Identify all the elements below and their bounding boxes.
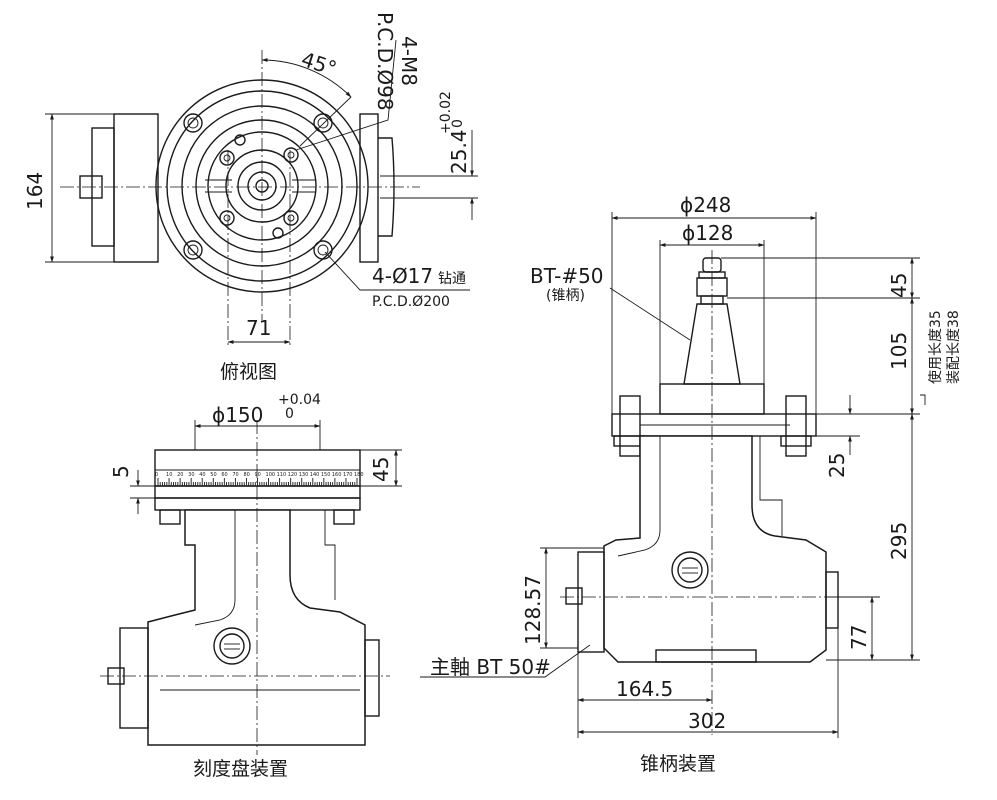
dial-scale-mark: 30 [188, 472, 194, 478]
dial-scale-mark: 40 [199, 472, 205, 478]
dial-scale-mark: 60 [221, 472, 227, 478]
tol-plus-top: +0.02 [438, 91, 454, 134]
dim-77: 77 [847, 625, 871, 650]
dim-302: 302 [688, 709, 726, 733]
caption-taper-view: 锥柄装置 [640, 753, 716, 775]
dial-scale-mark: 150 [321, 472, 331, 478]
tol-zero-dial: 0 [285, 406, 294, 422]
dial-scale-mark: 90 [255, 472, 261, 478]
tol-plus-dial: +0.04 [278, 392, 321, 408]
dim-25: 25 [825, 453, 849, 478]
dim-71: 71 [246, 316, 271, 340]
dial-scale-mark: 20 [177, 472, 183, 478]
dial-scale-mark: 180 [354, 472, 364, 478]
dim-295: 295 [887, 522, 911, 560]
dial-scale-mark: 100 [266, 472, 276, 478]
dial-scale-mark: 0 [155, 472, 158, 478]
dial-scale-mark: 80 [243, 472, 249, 478]
dial-scale-mark: 140 [310, 472, 320, 478]
dial-ticks [157, 478, 358, 486]
callout-bt50-sub: (锥柄) [546, 288, 585, 304]
caption-top-view: 俯视图 [220, 361, 277, 383]
label-pcd98: P.C.D.Ø98 [373, 12, 397, 111]
dial-scale-mark: 130 [299, 472, 309, 478]
dim-164: 164 [23, 172, 47, 210]
dim-5: 5 [109, 465, 133, 478]
dim-25-4: 25.4 [447, 129, 471, 174]
dim-164-5: 164.5 [616, 677, 673, 701]
label-pcd200: P.C.D.Ø200 [372, 294, 450, 310]
dim-d150: ϕ150 [212, 403, 263, 427]
dim-105: 105 [887, 332, 911, 370]
dim-d128: ϕ128 [682, 221, 733, 245]
dial-scale-mark: 170 [343, 472, 353, 478]
label-4-d17: 4-Ø17 [372, 264, 433, 288]
tol-zero-top: 0 [450, 119, 466, 128]
taper-view [420, 212, 926, 738]
top-view [45, 39, 478, 345]
dim-45deg: 45° [298, 47, 339, 81]
label-fit-length: 装配长度38 [946, 310, 962, 384]
taper-body [603, 435, 827, 663]
dim-128-57: 128.57 [521, 575, 545, 645]
key-block-left [79, 175, 103, 199]
dial-scale-mark: 120 [288, 472, 298, 478]
dial-scale-mark: 110 [277, 472, 287, 478]
dim-45-taper: 45 [887, 273, 911, 298]
dial-scale-mark: 160 [332, 472, 342, 478]
dial-scale-mark: 10 [166, 472, 172, 478]
dial-scale-mark: 70 [232, 472, 238, 478]
dial-body [147, 509, 366, 746]
label-use-length: 使用长度35 [927, 310, 944, 384]
dim-d248: ϕ248 [680, 193, 731, 217]
m8-holes [219, 134, 299, 239]
thru-holes [183, 113, 333, 260]
callout-bt50: BT-#50 [530, 264, 604, 288]
dial-scale-mark: 50 [210, 472, 216, 478]
label-4-m8: 4-M8 [397, 36, 421, 86]
dim-45-dial: 45 [369, 457, 393, 482]
label-spindle: 主軸 BT 50# [430, 655, 551, 679]
caption-dial-view: 刻度盘装置 [193, 758, 288, 780]
label-drill-thru: 钻通 [438, 271, 466, 287]
